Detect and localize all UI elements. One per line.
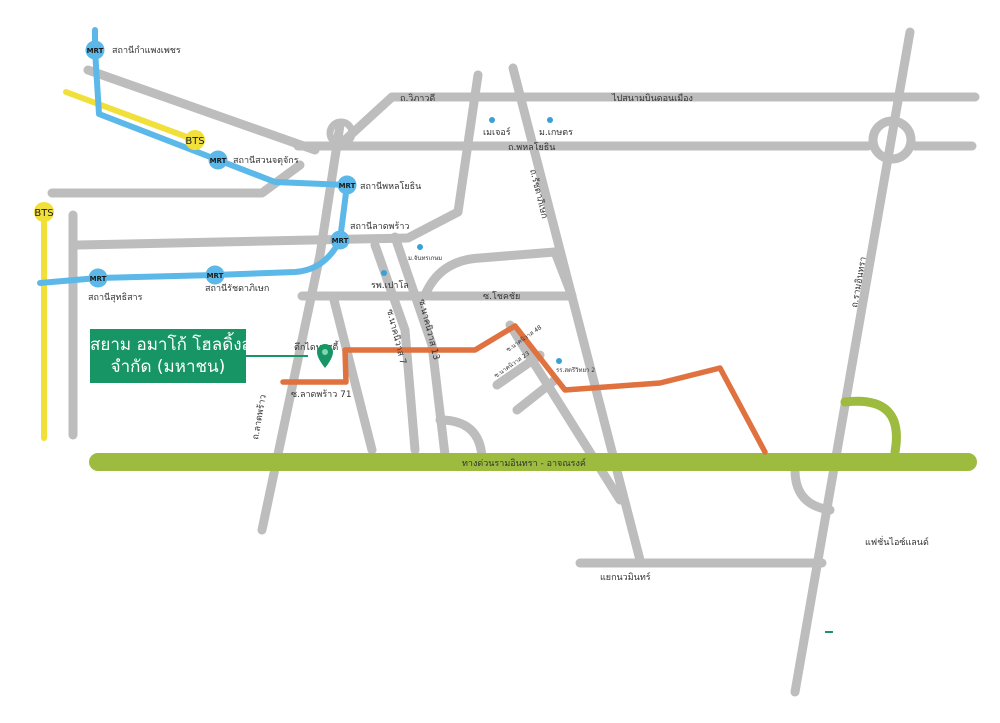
bts-station-west: BTS: [34, 202, 54, 222]
mrt-station-suan-chatuchak: MRT: [208, 150, 228, 170]
route-to-office: [280, 323, 768, 455]
company-name-line1: สยาม อมาโก้ โฮลดิ้งส์: [90, 335, 252, 355]
mrt-station-kamphaeng-phet: MRT: [85, 40, 105, 60]
mrt-station-lat-phrao: MRT: [330, 230, 350, 250]
road-vibhavadi: [340, 92, 980, 145]
label-station-kamphaeng-phet: สถานีกำแพงเพชร: [112, 45, 181, 56]
label-school: รร.สตรีวิทยา 2: [556, 366, 595, 374]
road-ratchada: [508, 63, 645, 565]
road-kaset-connector: [550, 247, 577, 301]
poi-dot-icon: [556, 358, 562, 364]
company-name-line2: จำกัด (มหาชน): [110, 357, 226, 377]
poi-chandrakasem: ม.จันทรเกษม: [408, 244, 442, 262]
label-hosp-paolo: รพ.เปาโล: [371, 280, 409, 291]
road-lat-phrao: [257, 120, 345, 535]
road-ramintra: [790, 27, 915, 697]
road-soi-71-vertical: [329, 295, 377, 455]
mrt-badge: MRT: [90, 275, 107, 283]
label-station-phahon-yothin: สถานีพหลโยธิน: [360, 181, 421, 192]
label-chandrakasem: ม.จันทรเกษม: [408, 255, 442, 262]
label-road-lat-phrao: ถ.ลาดพร้าว: [250, 394, 269, 441]
label-station-sutthisan: สถานีสุทธิสาร: [88, 292, 143, 303]
mrt-line-path: [37, 27, 350, 286]
bts-line-north: [63, 89, 198, 143]
poi-dot-icon: [381, 270, 387, 276]
poi-dot-icon: [489, 117, 495, 123]
company-name-box: สยาม อมาโก้ โฮลดิ้งส์ จำกัด (มหาชน): [90, 329, 252, 383]
mrt-station-sutthisan: MRT: [88, 268, 108, 288]
mrt-badge: MRT: [207, 272, 224, 280]
road-lat-phrao-horizontal: [73, 70, 483, 250]
expressway-loop: [840, 396, 901, 457]
road-small-soi-1: [492, 350, 545, 390]
road-loop-near-soi-13: [435, 415, 487, 463]
label-station-ratchadaphisek: สถานีรัชดาภิเษก: [205, 283, 269, 294]
poi-hosp-paolo: รพ.เปาโล: [371, 270, 409, 291]
label-soi-chok-chai: ซ.โชคชัย: [483, 291, 520, 302]
mrt-badge: MRT: [339, 182, 356, 190]
label-to-don-mueang: ไปสนามบินดอนเมือง: [611, 93, 693, 104]
mrt-station-phahon-yothin: MRT: [337, 175, 357, 195]
label-station-suan-chatuchak: สถานีสวนจตุจักร: [233, 155, 299, 166]
label-yaek-nawamin: แยกนวมินทร์: [600, 571, 651, 583]
label-station-lat-phrao: สถานีลาดพร้าว: [350, 221, 409, 232]
bts-station-north: BTS: [185, 130, 205, 150]
label-expressway: ทางด่วนรามอินทรา - อาจณรงค์: [462, 457, 586, 469]
bts-badge: BTS: [185, 136, 204, 147]
mrt-station-ratchadaphisek: MRT: [205, 265, 225, 285]
label-kasetsart: ม.เกษตร: [539, 128, 573, 138]
mrt-line: [37, 27, 350, 286]
poi-kasetsart: ม.เกษตร: [539, 117, 573, 138]
bts-line: [41, 89, 198, 441]
mrt-badge: MRT: [332, 237, 349, 245]
mrt-badge: MRT: [210, 157, 227, 165]
roundabout-west: [326, 118, 356, 148]
map-pin-icon: [317, 344, 333, 368]
poi-school: รร.สตรีวิทยา 2: [556, 358, 595, 374]
road-loop-near-ramintra: [790, 465, 835, 515]
poi-dot-icon: [547, 117, 553, 123]
road-east-curve: [420, 247, 560, 300]
roundabout-east: [868, 116, 916, 164]
poi-dot-icon: [417, 244, 423, 250]
label-road-phahon-yothin: ถ.พหลโยธิน: [508, 142, 555, 153]
label-soi-lat-phrao-71: ซ.ลาดพร้าว 71: [291, 389, 352, 400]
label-fashion-island: แฟชั่นไอซ์แลนด์: [865, 535, 929, 548]
road-small-soi-2: [512, 375, 560, 415]
mrt-badge: MRT: [87, 47, 104, 55]
road-diagonal-northwest: [83, 65, 320, 155]
label-major: เมเจอร์: [483, 126, 511, 138]
bts-badge: BTS: [34, 208, 53, 219]
label-road-vibhavadi: ถ.วิภาวดี: [400, 93, 435, 104]
poi-major: เมเจอร์: [483, 117, 511, 138]
road-west-190: [47, 160, 305, 198]
